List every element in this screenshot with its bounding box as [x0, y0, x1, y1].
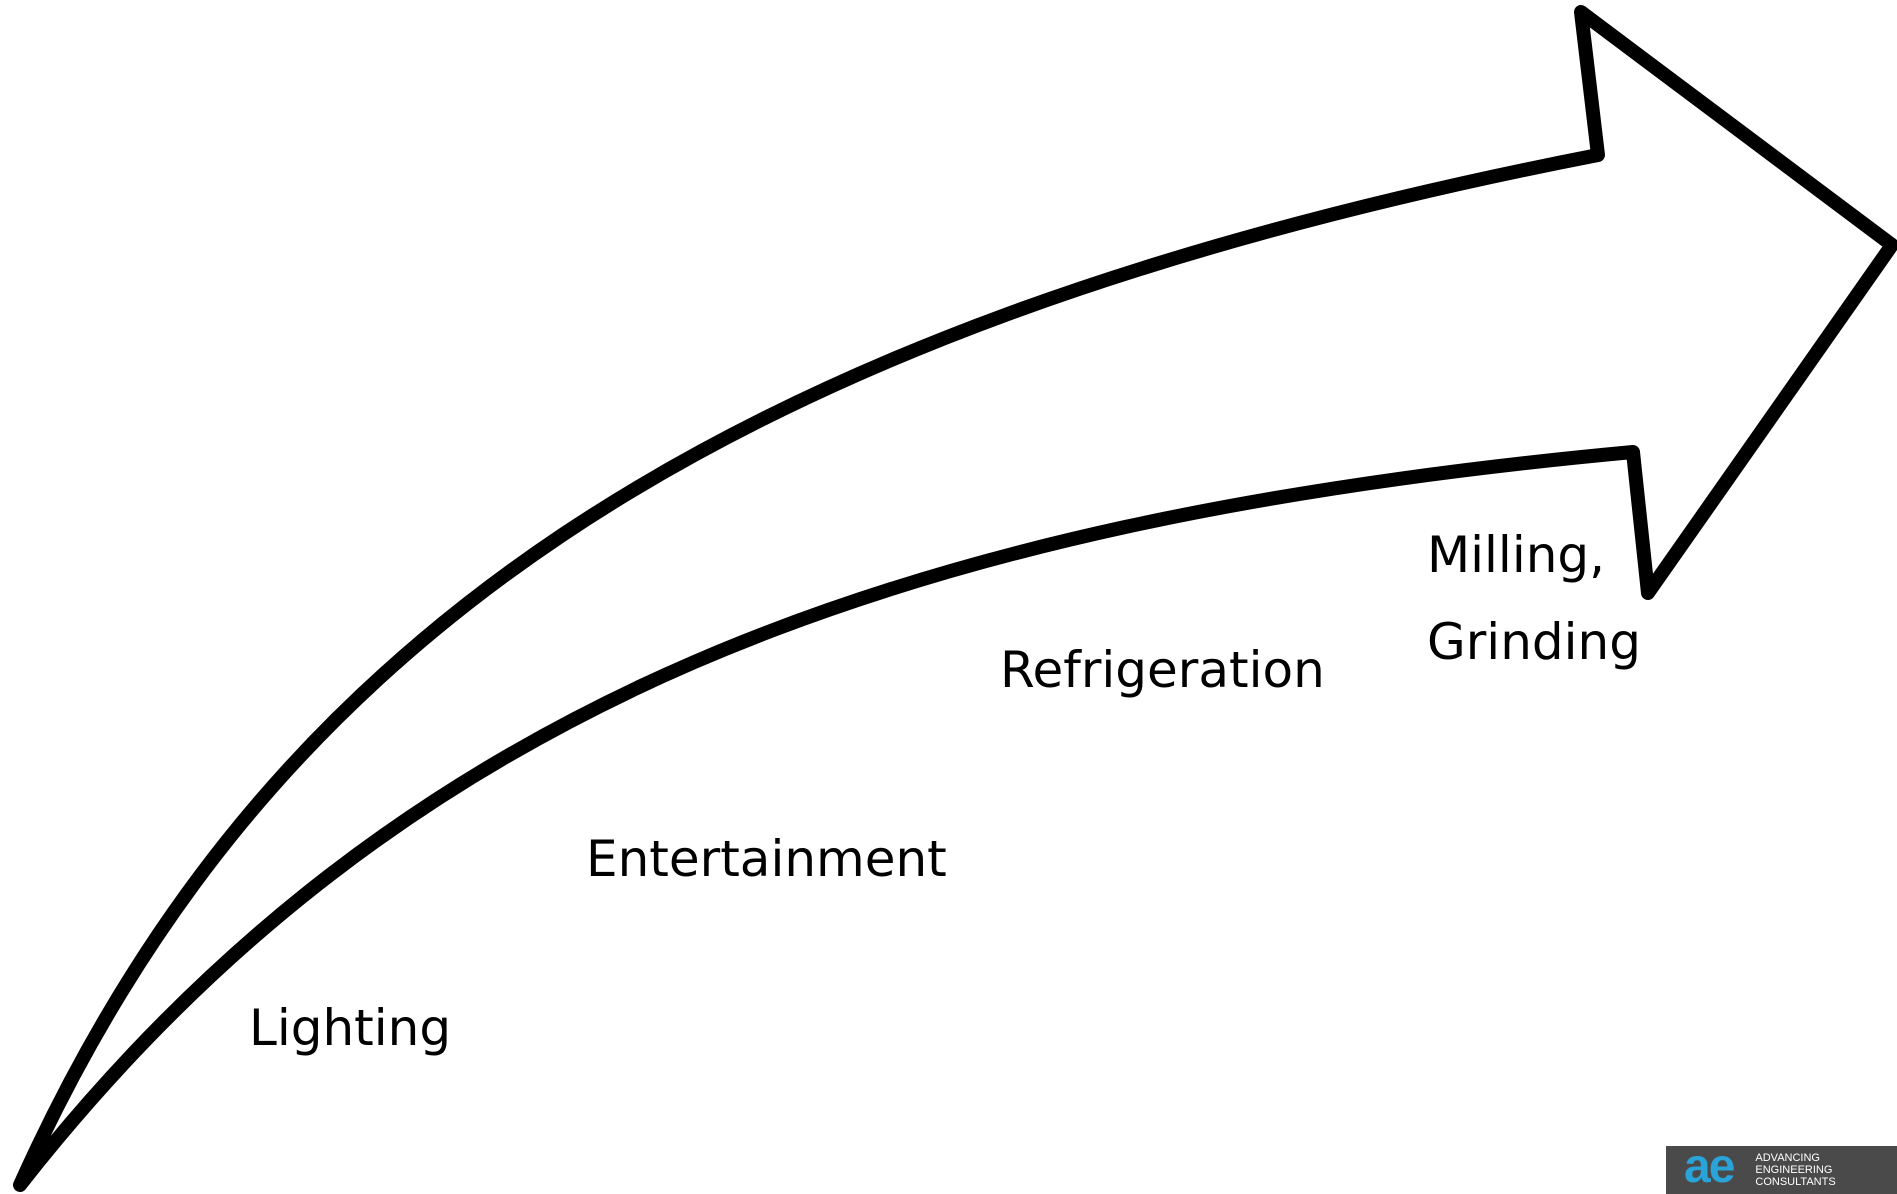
logo-line-2: ENGINEERING — [1755, 1164, 1833, 1176]
stage-label-milling-line-1: Milling, — [1427, 526, 1606, 584]
curved-arrow — [13, 5, 1897, 1192]
logo-mark: ae — [1684, 1140, 1735, 1193]
stage-label-lighting: Lighting — [249, 999, 452, 1057]
logo-text: ADVANCING ENGINEERING CONSULTANTS — [1755, 1152, 1835, 1188]
stage-label-refrigeration: Refrigeration — [1000, 641, 1325, 699]
company-logo: ae ADVANCING ENGINEERING CONSULTANTS — [1666, 1140, 1897, 1194]
stage-label-milling-line-2: Grinding — [1427, 613, 1641, 671]
stage-label-entertainment: Entertainment — [586, 830, 947, 888]
logo-line-3: CONSULTANTS — [1755, 1176, 1836, 1188]
logo-line-1: ADVANCING — [1755, 1152, 1820, 1164]
